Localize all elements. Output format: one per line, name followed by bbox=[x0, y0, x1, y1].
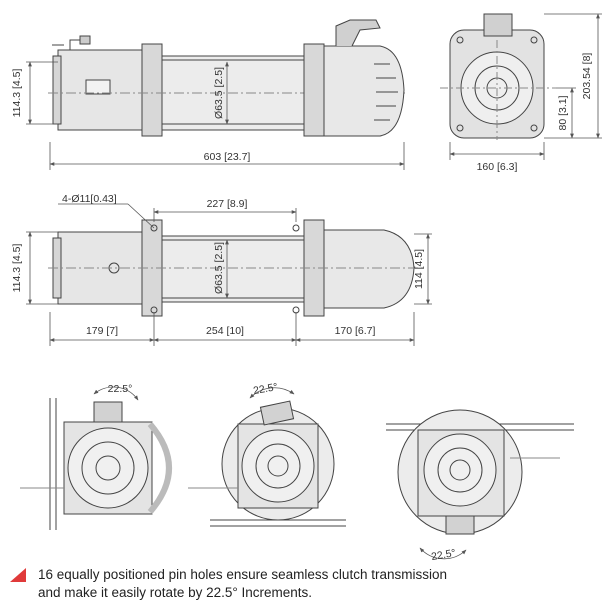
tie-bars bbox=[162, 59, 304, 125]
dim-seg-gear: 170 [6.7] bbox=[335, 325, 376, 337]
gearbox-housing bbox=[323, 45, 405, 137]
plan-gearbox bbox=[323, 229, 415, 309]
dim-side-center-height: 80 [3.1] bbox=[557, 95, 569, 130]
plan-tie-bars bbox=[162, 239, 304, 299]
dim-side-overall-height: 203.54 [8] bbox=[581, 53, 593, 100]
rotation-angle-3: 22.5° bbox=[430, 547, 456, 563]
rotation-view-2 bbox=[188, 387, 346, 527]
dim-plan-left-height: 114.3 [4.5] bbox=[11, 244, 23, 293]
dim-top-left-height: 114.3 [4.5] bbox=[11, 69, 23, 118]
dim-top-drum-dia: Ø63.5 [2.5] bbox=[213, 67, 225, 119]
right-end-plate bbox=[303, 43, 325, 137]
dim-side-width: 160 [6.3] bbox=[477, 161, 518, 173]
dim-seg-motor: 179 [7] bbox=[86, 325, 118, 337]
end-view bbox=[440, 13, 556, 140]
dim-bolt-spacing: 227 [8.9] bbox=[207, 198, 248, 210]
feature-note: 16 equally positioned pin holes ensure s… bbox=[38, 566, 598, 602]
plan-view bbox=[48, 219, 424, 317]
motor-label bbox=[85, 79, 111, 95]
dim-plan-right-height: 114 [4.5] bbox=[413, 249, 425, 289]
rotation-angle-2: 22.5° bbox=[252, 381, 278, 397]
note-line-1: 16 equally positioned pin holes ensure s… bbox=[38, 567, 447, 582]
end-view-clutch bbox=[483, 13, 513, 37]
note-marker-icon bbox=[10, 568, 26, 582]
motor-terminal bbox=[79, 35, 91, 45]
dim-bolt-holes: 4-Ø11[0.43] bbox=[62, 193, 117, 205]
left-end-plate bbox=[141, 43, 163, 137]
gearbox-ribs bbox=[374, 63, 398, 121]
dim-seg-drum: 254 [10] bbox=[206, 325, 244, 337]
side-elevation-view bbox=[48, 19, 408, 137]
motor-endcap bbox=[52, 55, 62, 125]
rotation-view-1 bbox=[20, 386, 172, 530]
clutch-handle bbox=[335, 19, 381, 47]
rotation-angle-1: 22.5° bbox=[108, 383, 133, 395]
note-line-2: and make it easily rotate by 22.5° Incre… bbox=[38, 585, 313, 600]
motor-cable bbox=[52, 39, 84, 50]
rotation-view-3 bbox=[386, 409, 574, 560]
plan-drum bbox=[161, 235, 305, 303]
dim-plan-drum-dia: Ø63.5 [2.5] bbox=[213, 242, 225, 294]
dim-top-overall-length: 603 [23.7] bbox=[204, 151, 251, 163]
